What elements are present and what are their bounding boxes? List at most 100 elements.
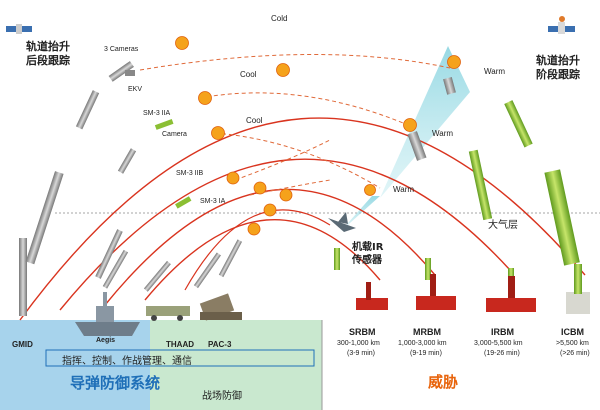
airborne-ir-label-line1: 机载IR [352,242,384,253]
sm3-ia-label: SM-3 IA [200,198,226,205]
srbm-trajectory [144,219,381,301]
warhead-icon [443,76,456,95]
pac3-launcher-icon [199,293,242,321]
three-cameras-label: 3 Cameras [104,46,139,53]
warhead-icon [407,131,427,161]
airborne-sensor-beam [340,196,380,232]
threat-missiles [334,76,580,290]
icbm-time: (>26 min) [560,350,590,357]
srbm-range: 300-1,000 km [337,340,380,347]
thaad-missile-icon [143,260,171,292]
explosion-icon [276,63,290,77]
srbm-rising-icon [334,248,340,270]
thaad-launcher-icon [146,306,190,321]
aegis-missile-icon [102,249,129,289]
explosion-icon [447,55,461,69]
cool-label-2: Cool [246,116,263,125]
mrbm-rising-icon [425,258,431,280]
boost-tracking-label-line1: 轨道抬升 [26,40,70,53]
explosion-icon [226,171,240,185]
airborne-ir-aircraft-icon [328,212,356,232]
explosion-icon [175,36,189,50]
satellite-icon-right [548,16,575,34]
mrbm-time: (9-19 min) [410,350,442,357]
gmid-label: GMID [12,340,33,349]
mrbm-launcher-icon [416,274,456,310]
airborne-ir-label-line2: 传感器 [352,255,382,266]
explosion-icon [279,188,293,202]
irbm-launcher-icon [486,276,536,312]
explosion-icon [247,222,261,236]
ekv-label: EKV [128,86,143,93]
aegis-label: Aegis [96,337,116,344]
interceptor-missiles [75,61,192,209]
icbm-range: >5,500 km [556,340,589,347]
atmosphere-label: 大气层 [488,220,518,231]
gmid-missile-icon [19,238,27,316]
aegis-missile-icon [95,229,123,279]
midcourse-tracking-label-line1: 轨道抬升 [536,54,580,67]
interceptor-path-1 [139,54,451,71]
explosion-icon [263,203,277,217]
sm3-iia-icon [154,119,174,130]
midflight-missile-icon [117,148,137,174]
gbi-interceptor-icon [108,61,134,82]
gmid-missile-icon [25,171,64,265]
warm-label-3: Warm [393,185,415,194]
icbm-trajectory [19,117,586,321]
explosion-icon [198,91,212,105]
satellite-icon-left [6,24,32,34]
irbm-name: IRBM [491,327,514,337]
pac3-label: PAC-3 [208,340,232,349]
ekv-icon [125,70,135,76]
field-defense-label: 战场防御 [202,391,242,402]
threat-launchers [356,264,590,314]
sm3-iib-label: SM-3 IIB [176,170,204,177]
thaad-label: THAAD [166,340,194,349]
interceptor-path-4 [234,139,331,181]
aegis-ship-icon [75,292,140,336]
icbm-reentry-icon [468,149,493,221]
defense-system-title: 导弹防御系统 [70,374,161,392]
warm-label-2: Warm [432,129,454,138]
irbm-range: 3,000-5,500 km [474,340,523,347]
warm-label-1: Warm [484,67,506,76]
irbm-trajectory [59,158,511,311]
camera-label: Camera [162,131,187,138]
icbm-stage-icon [504,100,533,148]
midcourse-tracking-label-line2: 阶段跟踪 [536,68,580,81]
field-defense-panel [150,320,322,410]
space-sensor-beam [380,46,470,198]
cold-label: Cold [271,14,288,23]
mrbm-range: 1,000-3,000 km [398,340,447,347]
interceptor-path-3 [214,132,381,189]
functions-label: 指挥、控制、作战管理、通信 [62,356,192,367]
interceptor-path-2 [199,92,409,126]
threat-title: 威胁 [428,373,459,391]
explosion-icon [364,184,376,196]
pac3-missile-icon [218,239,243,278]
srbm-name: SRBM [349,327,376,337]
ground-interceptors [19,171,243,316]
cool-label-1: Cool [240,70,257,79]
midflight-missile-icon [75,90,100,130]
explosion-markers [175,36,461,236]
explosion-icon [253,181,267,195]
srbm-launcher-icon [356,282,388,310]
boost-tracking-label-line2: 后段跟踪 [26,54,70,67]
explosion-icon [403,118,417,132]
icbm-booster-icon [544,169,580,266]
functions-box [45,349,315,367]
sm3-iia-label: SM-3 IIA [143,110,171,117]
srbm-time: (3-9 min) [347,350,376,357]
mrbm-name: MRBM [413,327,441,337]
pac3-missile-icon [193,252,221,289]
irbm-time: (19-26 min) [484,350,520,357]
icbm-name: ICBM [561,327,584,337]
sm3-iib-icon [175,196,192,209]
explosion-icon [211,126,225,140]
icbm-silo-icon [566,264,590,314]
short-trajectory [184,209,331,291]
mrbm-trajectory [104,188,436,306]
